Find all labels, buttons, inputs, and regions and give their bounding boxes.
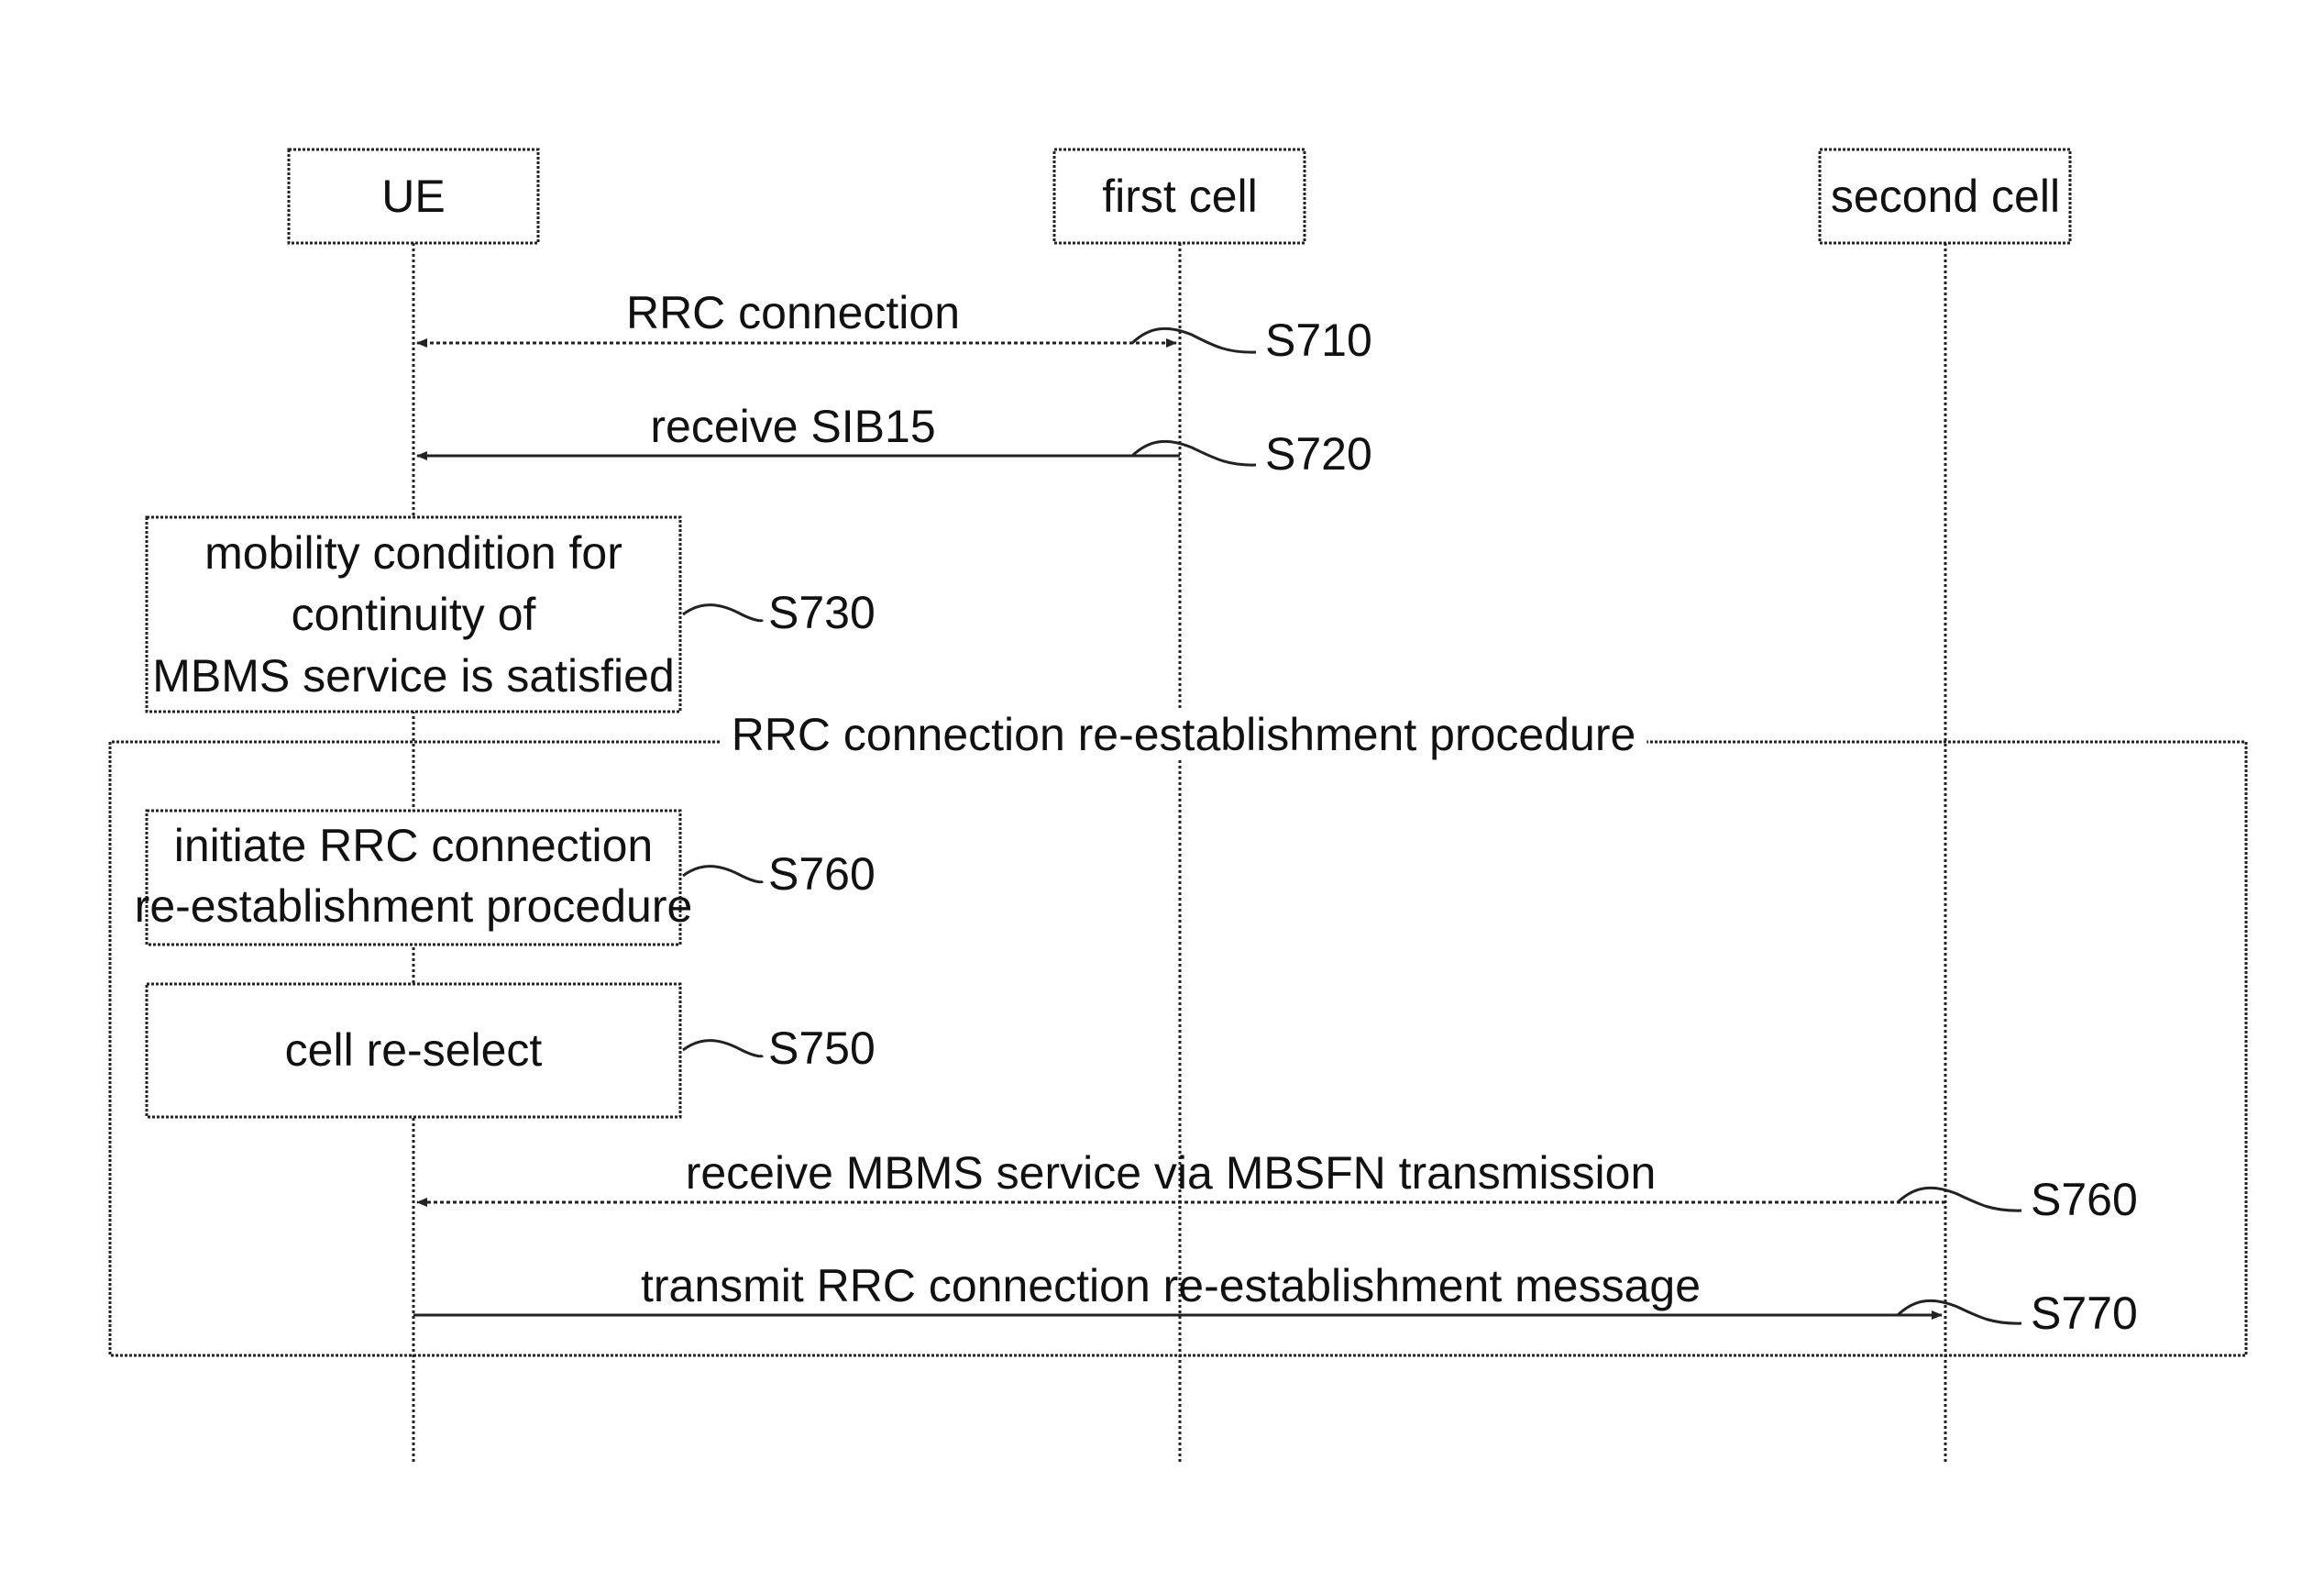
actor-ue-label: UE [381, 171, 445, 222]
step-s720: S720 [1265, 428, 1372, 480]
message-receive-mbms-label: receive MBMS service via MBSFN transmiss… [686, 1147, 1657, 1199]
message-receive-sib15-label: receive SIB15 [650, 401, 935, 452]
step-s760-initiate: S760 [768, 848, 876, 900]
message-transmit-rrc: transmit RRC connection re-establishment… [413, 1260, 2138, 1339]
actor-first-cell: first cell [1054, 149, 1305, 243]
process-initiate-rrc: initiate RRC connection re-establishment… [135, 811, 876, 945]
actor-second-cell: second cell [1820, 149, 2070, 243]
actor-ue: UE [289, 149, 538, 243]
message-rrc-connection-label: RRC connection [626, 287, 960, 338]
mobility-condition-line-2: continuity of [292, 589, 536, 640]
actor-first-cell-label: first cell [1102, 171, 1257, 222]
cell-reselect-line-1: cell re-select [285, 1024, 543, 1076]
process-cell-reselect: cell re-select S750 [147, 984, 876, 1117]
step-s710: S710 [1265, 315, 1372, 366]
step-s730: S730 [768, 587, 876, 638]
mobility-condition-line-1: mobility condition for [204, 527, 622, 579]
initiate-rrc-line-2: re-establishment procedure [135, 880, 693, 932]
actor-second-cell-label: second cell [1831, 171, 2060, 222]
step-s770: S770 [2031, 1288, 2138, 1339]
mobility-condition-line-3: MBMS service is satisfied [152, 650, 675, 702]
message-rrc-connection: RRC connection S710 [417, 287, 1372, 366]
step-s760-receive: S760 [2031, 1174, 2138, 1225]
initiate-rrc-line-1: initiate RRC connection [174, 820, 654, 871]
message-transmit-rrc-label: transmit RRC connection re-establishment… [641, 1260, 1701, 1311]
process-mobility-condition: mobility condition for continuity of MBM… [147, 517, 876, 712]
message-receive-mbms: receive MBMS service via MBSFN transmiss… [417, 1147, 2138, 1225]
message-receive-sib15: receive SIB15 S720 [417, 401, 1372, 480]
frame-label: RRC connection re-establishment procedur… [732, 709, 1636, 760]
step-s750: S750 [768, 1023, 876, 1074]
